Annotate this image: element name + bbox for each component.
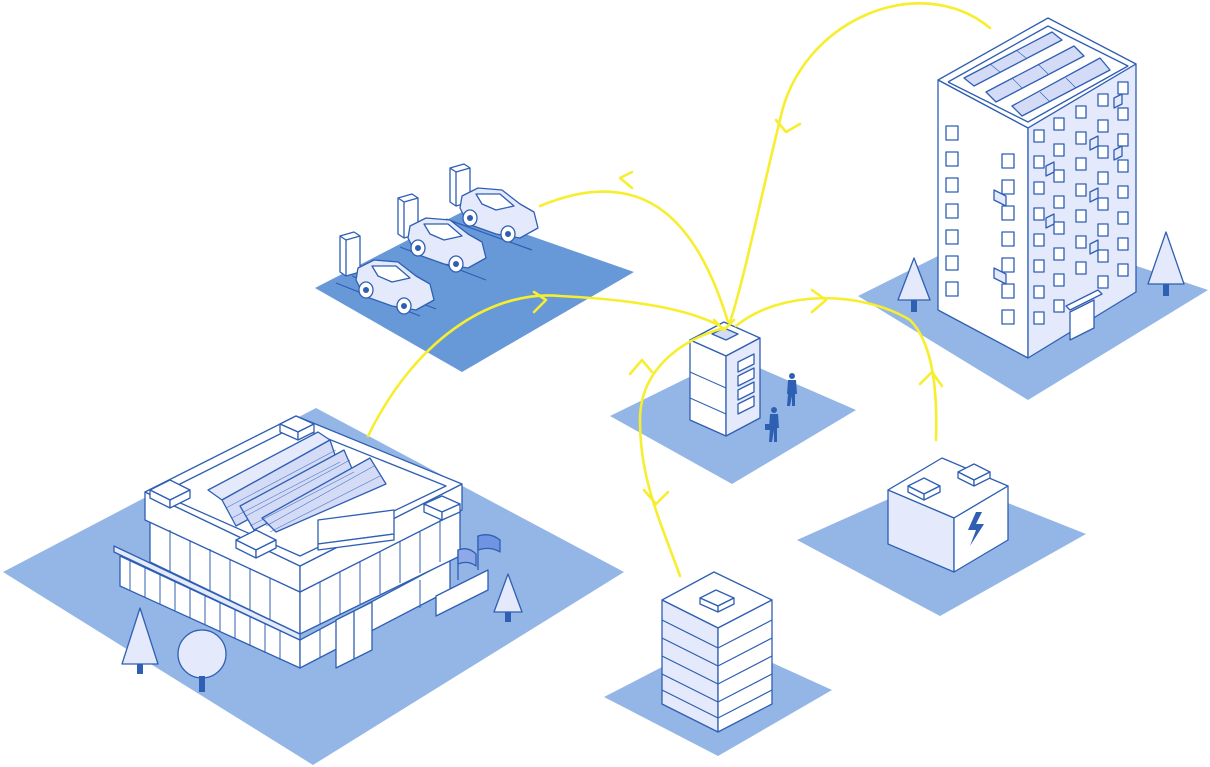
worker-person: [787, 373, 797, 406]
office-windows: [129, 520, 441, 660]
electric-car: [459, 187, 539, 243]
rooftop-unit: [235, 529, 277, 559]
flag: [457, 548, 477, 580]
lightning-bolt-icon: [968, 512, 984, 546]
solar-panel: [963, 31, 1111, 117]
flag: [477, 534, 501, 570]
tree: [1147, 231, 1185, 296]
tower-windows-left: [945, 125, 1015, 325]
solar-panel-grid: [225, 449, 381, 533]
tower-windows-right: [1033, 81, 1129, 325]
storage-module: [737, 353, 755, 415]
rooftop-unit: [423, 495, 461, 521]
electric-car: [355, 259, 435, 315]
tree: [177, 629, 227, 692]
apartment-tower: [937, 17, 1137, 359]
tree: [493, 573, 523, 622]
electric-car: [407, 217, 487, 273]
parking-ground: [315, 212, 634, 372]
office-building: [113, 415, 501, 669]
rooftop-unit: [149, 479, 191, 509]
substation-box: [887, 457, 1009, 573]
rooftop-unit: [279, 415, 315, 441]
tree: [121, 607, 159, 674]
balcony: [993, 93, 1123, 285]
energy-flow-arrows: [366, 2, 992, 578]
stacked-battery-block: [661, 571, 773, 733]
ev-charger: [339, 231, 361, 277]
ev-parking-lot: [335, 163, 539, 317]
central-storage-cabinet: [689, 321, 761, 437]
tree: [897, 257, 931, 312]
worker-person: [765, 407, 779, 442]
